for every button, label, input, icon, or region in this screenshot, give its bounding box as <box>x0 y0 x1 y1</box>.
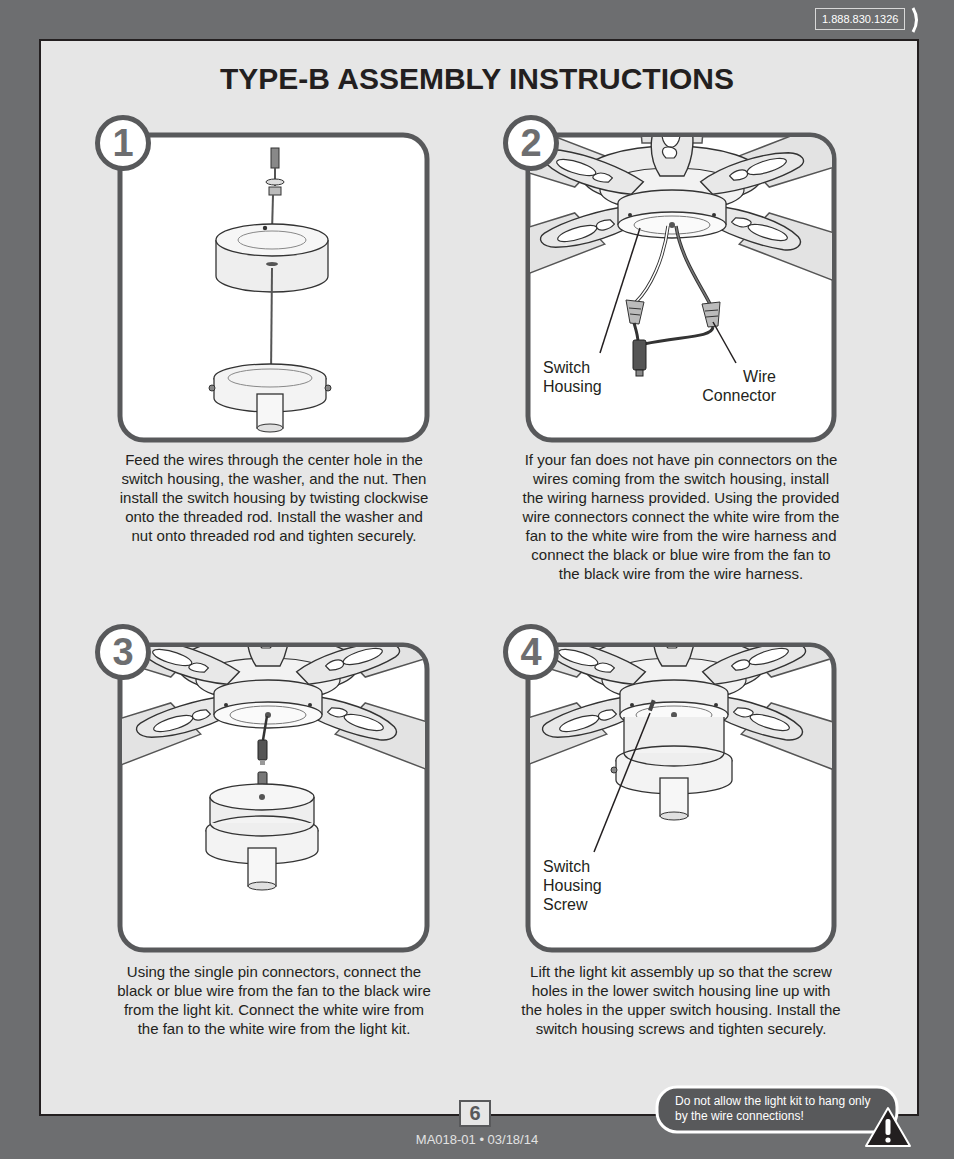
assembled-light-kit-drawing <box>648 700 656 712</box>
fan-wiring-drawing <box>676 226 710 304</box>
warning-sign <box>886 1119 891 1135</box>
switch-housing-drawing <box>266 179 284 185</box>
part-label: Switch Housing <box>541 358 604 396</box>
light-kit-drawing <box>248 882 276 890</box>
document-code: MA018-01 • 03/18/14 <box>357 1132 597 1148</box>
step-number-text: 3 <box>112 631 133 674</box>
switch-housing-drawing <box>215 240 216 276</box>
step-number-text: 1 <box>112 122 133 165</box>
switch-housing-drawing <box>271 148 279 168</box>
phone-number-text: 1.888.830.1326 <box>822 13 898 25</box>
step-text: If your fan does not have pin connectors… <box>521 450 841 583</box>
light-kit-drawing <box>248 848 276 886</box>
assembled-light-kit-drawing <box>611 767 617 773</box>
leader-line <box>594 713 650 852</box>
warning-note: Do not allow the light kit to hang only … <box>657 1087 897 1132</box>
switch-housing-drawing <box>266 262 278 266</box>
page-number: 6 <box>459 1100 491 1127</box>
switch-housing-drawing <box>209 385 215 391</box>
assembled-light-kit-drawing <box>731 760 732 780</box>
warning-sign <box>657 1087 910 1146</box>
step-text: Feed the wires through the center hole i… <box>114 450 434 545</box>
page-frame <box>40 40 918 1115</box>
light-kit-drawing <box>209 797 210 823</box>
step-circle <box>506 627 557 678</box>
step-number: 1 <box>95 115 151 171</box>
page-number-text: 6 <box>469 1102 480 1125</box>
assembled-light-kit-drawing <box>623 717 624 753</box>
step-circle <box>98 118 149 169</box>
warning-sign <box>657 1087 897 1132</box>
fan-wiring-drawing <box>630 314 640 315</box>
switch-housing-drawing <box>209 148 331 432</box>
fan-wiring-drawing <box>706 316 718 317</box>
assembled-light-kit-drawing <box>660 812 688 820</box>
step-number: 2 <box>503 115 559 171</box>
step-text: Using the single pin connectors, connect… <box>114 962 434 1038</box>
warning-sign <box>866 1108 910 1146</box>
page-frame <box>913 8 917 32</box>
step-text: Lift the light kit assembly up so that t… <box>521 962 841 1038</box>
light-kit-drawing <box>205 830 206 850</box>
light-kit-drawing <box>122 647 425 814</box>
light-kit-drawing <box>214 680 322 728</box>
switch-housing-drawing <box>228 369 312 387</box>
switch-housing-drawing <box>238 231 306 249</box>
fan-wiring-drawing <box>530 137 832 324</box>
switch-housing-drawing <box>257 394 283 428</box>
fan-wiring-drawing <box>634 323 638 342</box>
step-number-text: 2 <box>520 122 541 165</box>
warning-note-text: Do not allow the light kit to hang only … <box>675 1094 870 1123</box>
light-kit-drawing <box>317 830 318 850</box>
phone-number: 1.888.830.1326 <box>815 8 905 30</box>
fan-wiring-drawing <box>618 190 726 238</box>
fan-wiring-drawing <box>626 300 644 324</box>
part-label: Switch Housing Screw <box>541 857 604 914</box>
fan-wiring-drawing <box>530 137 832 376</box>
light-kit-drawing <box>122 647 425 890</box>
step-panel <box>120 645 427 950</box>
light-kit-drawing <box>210 784 314 810</box>
step-panel <box>528 645 834 950</box>
leader-line <box>713 322 736 363</box>
step-panel <box>120 135 427 440</box>
light-kit-drawing <box>210 823 314 836</box>
light-kit-drawing <box>263 716 267 740</box>
part-label: Wire Connector <box>700 367 778 405</box>
switch-housing-drawing <box>257 424 283 432</box>
switch-housing-drawing <box>325 385 331 391</box>
step-number-text: 4 <box>520 631 541 674</box>
switch-housing-drawing <box>216 224 328 256</box>
assembled-light-kit-drawing <box>530 647 832 820</box>
fan-wiring-drawing <box>636 226 668 302</box>
assembled-light-kit-drawing <box>723 717 724 753</box>
warning-sign <box>885 1137 890 1142</box>
fan-wiring-drawing <box>705 310 718 311</box>
light-kit-drawing <box>260 760 265 765</box>
light-kit-drawing <box>259 794 265 800</box>
fan-wiring-drawing <box>629 308 641 309</box>
assembled-light-kit-drawing <box>624 753 724 766</box>
step-circle <box>506 118 557 169</box>
step-number: 4 <box>503 624 559 680</box>
switch-housing-drawing <box>269 187 281 195</box>
switch-housing-drawing <box>327 240 328 276</box>
step-number: 3 <box>95 624 151 680</box>
fan-wiring-drawing <box>702 302 720 327</box>
switch-housing-drawing <box>263 226 267 230</box>
leader-line <box>600 228 640 353</box>
fan-wiring-drawing <box>644 327 713 344</box>
fan-wiring-drawing <box>633 340 646 370</box>
fan-wiring-drawing <box>636 226 668 302</box>
assembled-light-kit-drawing <box>660 778 688 816</box>
switch-housing-drawing <box>271 268 272 375</box>
fan-wiring-drawing <box>636 370 643 376</box>
page-title: TYPE-B ASSEMBLY INSTRUCTIONS <box>0 60 954 98</box>
step-circle <box>98 627 149 678</box>
light-kit-drawing <box>258 740 267 760</box>
light-kit-drawing <box>313 797 314 823</box>
fan-wiring-drawing <box>676 226 710 304</box>
